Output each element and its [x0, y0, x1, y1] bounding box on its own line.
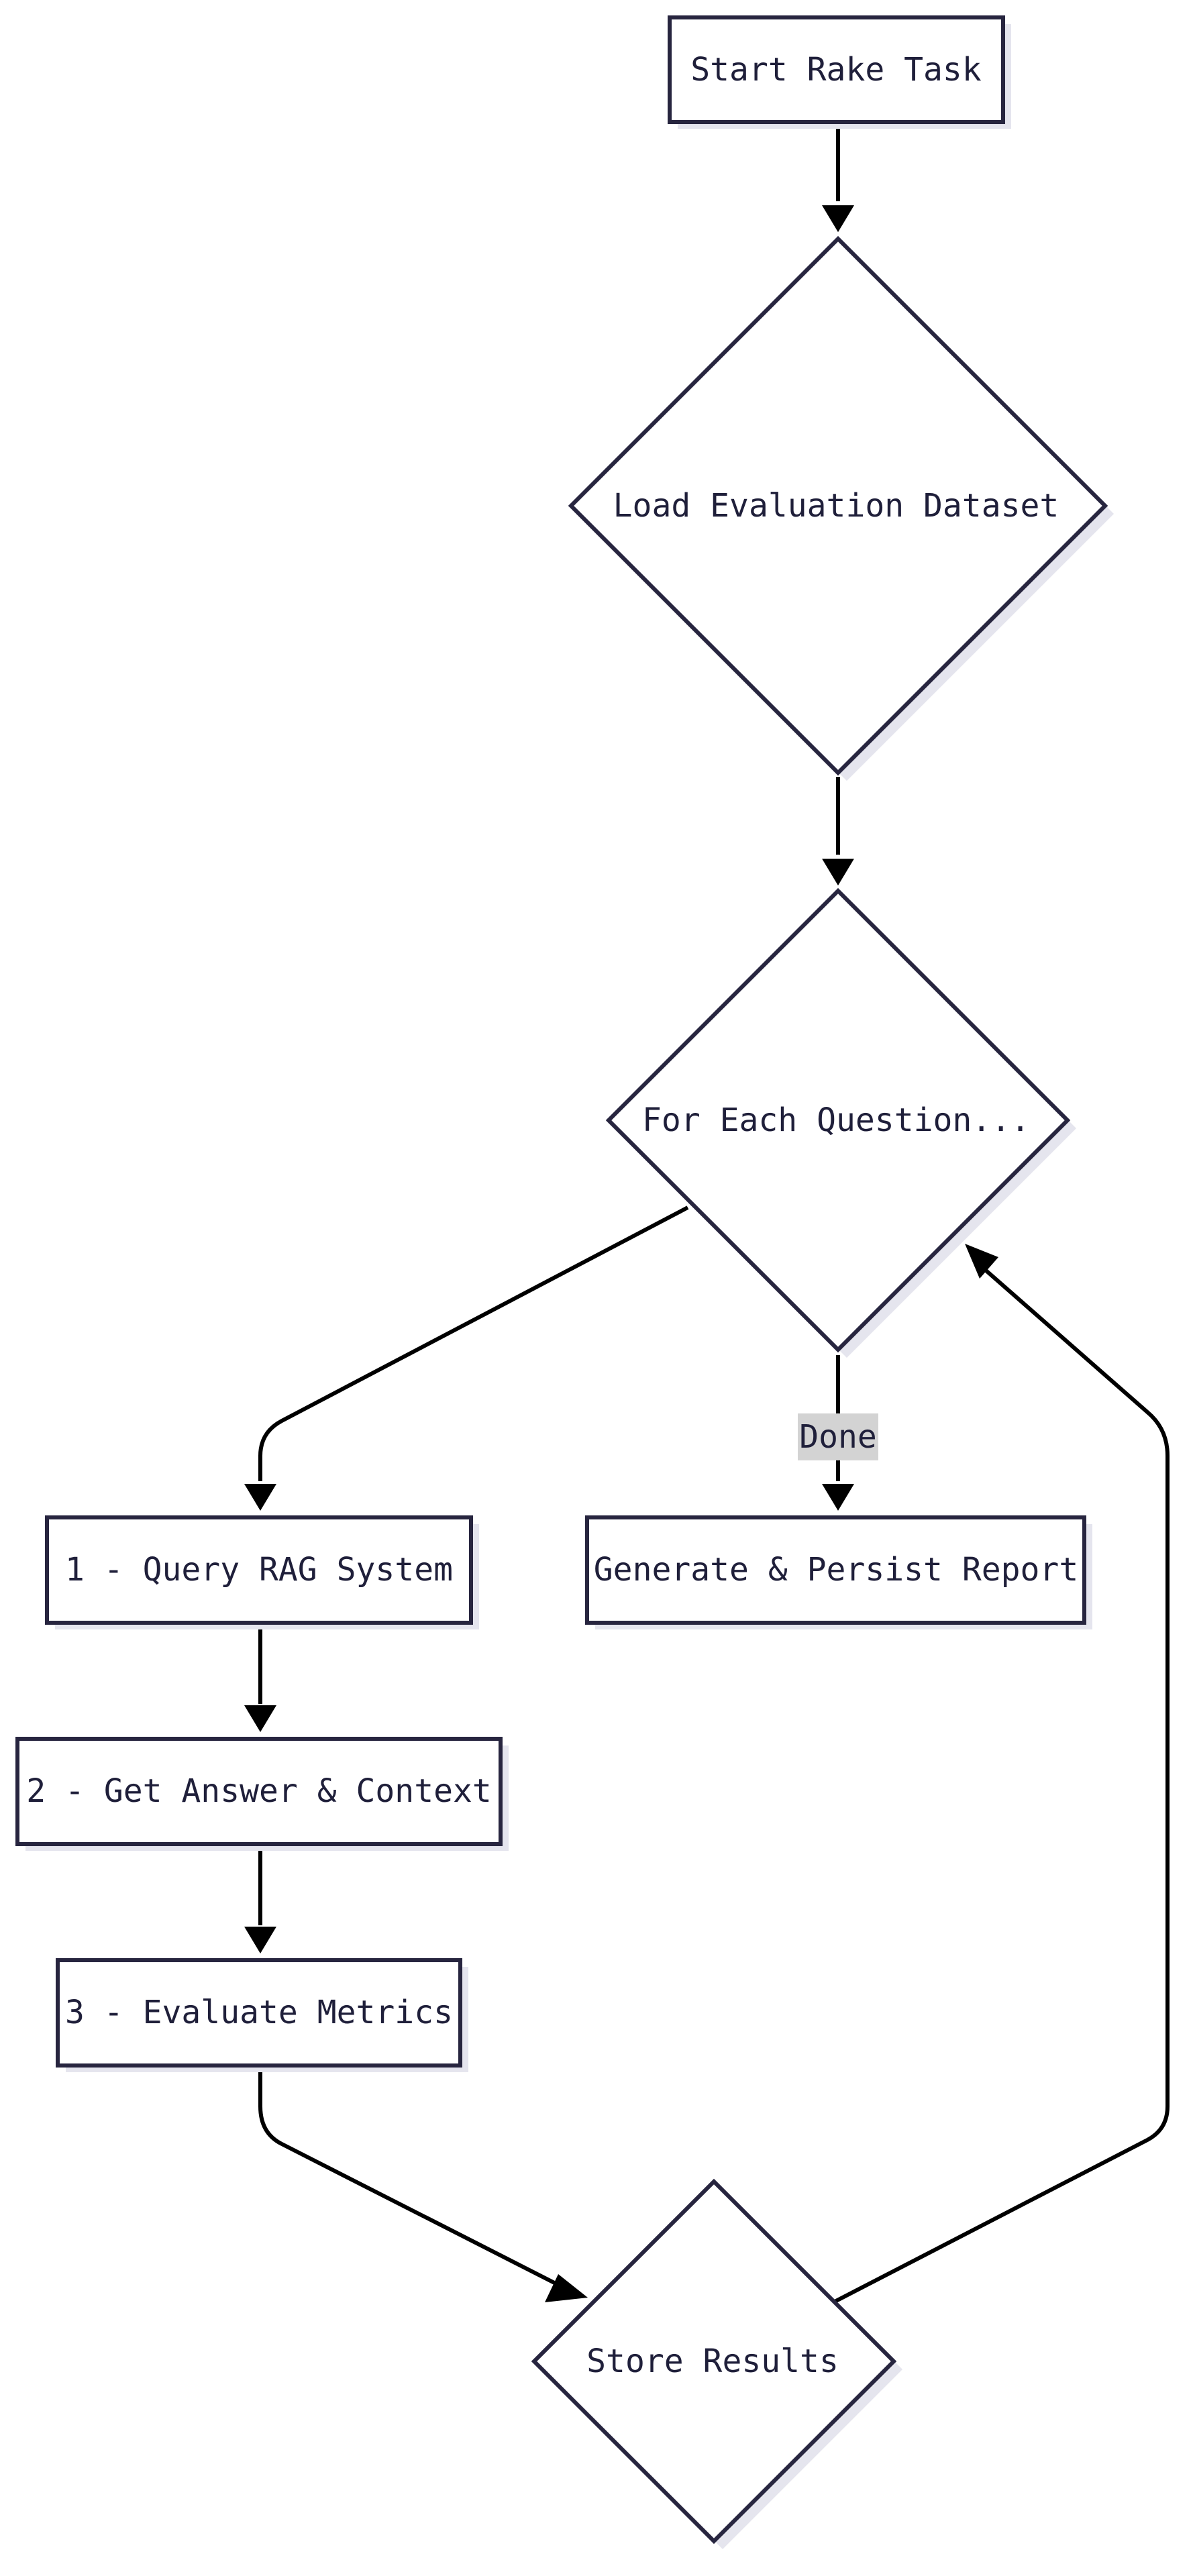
node-get-answer-context-box: [15, 1737, 503, 1846]
edge-each-to-query: [258, 1205, 689, 1481]
edge-store-to-each: [832, 1266, 1170, 2304]
node-load-evaluation-dataset: Load Evaluation Dataset: [568, 235, 1114, 781]
edge-label-done: Done: [798, 1413, 878, 1460]
edge-store-to-each-arrowhead: [965, 1244, 998, 1279]
edge-label-done-text: Done: [799, 1418, 877, 1456]
edge-evaluate-to-store: [258, 2069, 565, 2290]
node-generate-persist-report: Generate & Persist Report: [585, 1515, 1092, 1629]
node-generate-persist-report-box: [585, 1515, 1086, 1625]
edge-load-to-each-arrowhead: [822, 859, 854, 885]
node-evaluate-metrics-label: 3 - Evaluate Metrics: [65, 1994, 453, 2031]
edge-each-to-query-arrowhead: [244, 1484, 276, 1511]
node-for-each-question: For Each Question...: [605, 888, 1076, 1358]
edge-answer-to-evaluate-arrowhead: [244, 1927, 276, 1953]
node-start-rake-task-label: Start Rake Task: [690, 51, 982, 89]
node-store-results-diamond: [531, 2178, 897, 2544]
node-for-each-question-label: For Each Question...: [642, 1102, 1030, 1139]
node-query-rag-system-label: 1 - Query RAG System: [65, 1551, 453, 1589]
node-query-rag-system-box: [45, 1515, 473, 1625]
node-evaluate-metrics-box: [56, 1958, 462, 2068]
node-start-rake-task-box: [668, 15, 1005, 124]
node-load-evaluation-dataset-diamond: [568, 235, 1108, 776]
node-load-evaluation-dataset-label: Load Evaluation Dataset: [613, 487, 1059, 525]
node-generate-persist-report-label: Generate & Persist Report: [594, 1551, 1078, 1589]
node-get-answer-context: 2 - Get Answer & Context: [15, 1737, 509, 1851]
edges: [244, 123, 1170, 2304]
node-store-results-label: Store Results: [586, 2343, 839, 2380]
node-evaluate-metrics: 3 - Evaluate Metrics: [56, 1958, 468, 2072]
node-query-rag-system: 1 - Query RAG System: [45, 1515, 479, 1629]
edge-query-to-answer-arrowhead: [244, 1705, 276, 1732]
edge-label-done-background: [798, 1413, 878, 1460]
edge-each-to-report-arrowhead: [822, 1484, 854, 1511]
node-start-rake-task: Start Rake Task: [668, 15, 1011, 129]
node-store-results: Store Results: [531, 2178, 902, 2549]
edge-evaluate-to-store-arrowhead: [545, 2274, 588, 2302]
node-get-answer-context-label: 2 - Get Answer & Context: [26, 1772, 492, 1810]
node-for-each-question-diamond: [605, 888, 1071, 1353]
edge-start-to-load-arrowhead: [822, 205, 854, 232]
